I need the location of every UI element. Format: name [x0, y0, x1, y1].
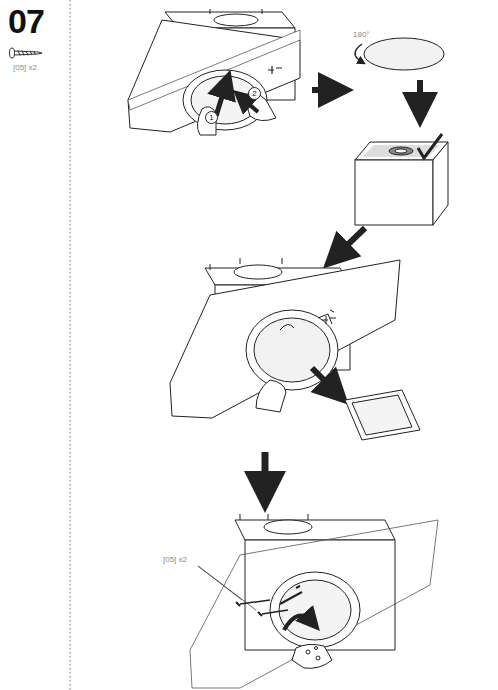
grease-filter [345, 390, 420, 440]
carbon-filter-box [355, 134, 448, 225]
filter-disc [355, 38, 444, 70]
hood-figure-2 [170, 258, 400, 418]
part-quantity: [05] x2 [12, 63, 38, 72]
callout-number: 1 [205, 111, 218, 124]
part-quantity: [05] x2 [162, 555, 188, 564]
flow-arrow [417, 80, 423, 110]
separator-line [70, 0, 71, 690]
step-number: 07 [8, 2, 44, 41]
flow-arrow [262, 452, 269, 492]
flow-arrow [312, 368, 336, 392]
hood-figure-1 [128, 9, 300, 135]
flow-arrow [336, 228, 365, 256]
callout-number: 2 [248, 87, 261, 100]
hood-figure-3 [190, 514, 438, 688]
flow-arrow [312, 87, 336, 93]
rotation-angle: 180° [352, 30, 371, 39]
leader-line [198, 566, 256, 610]
screw-icon [10, 48, 43, 58]
